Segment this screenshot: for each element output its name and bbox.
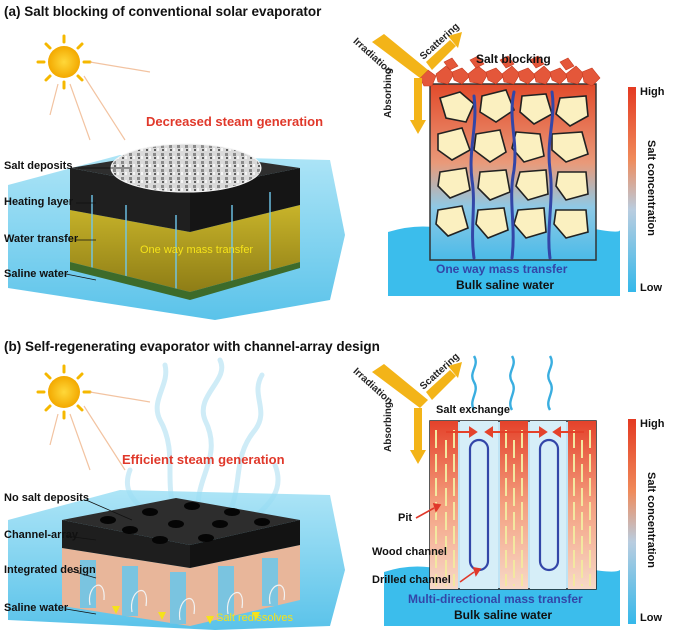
one-way-transfer-left: One way mass transfer bbox=[140, 244, 254, 256]
schematic-b bbox=[384, 355, 620, 626]
irradiation-arrows-b bbox=[372, 362, 462, 464]
multi-directional-transfer-label: Multi-directional mass transfer bbox=[408, 592, 583, 606]
concentration-scale-a bbox=[628, 87, 636, 292]
panel-a-title-text: Salt blocking of conventional solar evap… bbox=[24, 4, 322, 19]
panel-b-tag: (b) bbox=[4, 339, 22, 354]
salt-redissolves-label: Salt redissolves bbox=[216, 612, 294, 624]
absorbing-label-b: Absorbing bbox=[383, 402, 394, 452]
decreased-steam-label: Decreased steam generation bbox=[146, 114, 324, 129]
scale-label-a: Salt concentration bbox=[644, 140, 657, 236]
wood-channel-label: Wood channel bbox=[372, 546, 447, 558]
evaporator-b bbox=[8, 490, 345, 630]
absorbing-label-a: Absorbing bbox=[383, 68, 394, 118]
pit-label: Pit bbox=[398, 512, 413, 524]
scale-low-a: Low bbox=[640, 282, 662, 294]
saline-water-label-b: Saline water bbox=[4, 602, 69, 614]
scale-low-b: Low bbox=[640, 612, 662, 624]
water-transfer-label: Water transfer bbox=[4, 233, 79, 245]
no-salt-deposits-label: No salt deposits bbox=[4, 492, 89, 504]
heating-layer-label: Heating layer bbox=[4, 196, 74, 208]
integrated-design-label: Integrated design bbox=[4, 564, 96, 576]
salt-blocking-label: Salt blocking bbox=[476, 52, 551, 66]
drilled-channel-label: Drilled channel bbox=[372, 574, 451, 586]
scale-label-b: Salt concentration bbox=[644, 472, 657, 568]
saline-water-label-a: Saline water bbox=[4, 268, 69, 280]
one-way-transfer-right: One way mass transfer bbox=[436, 262, 568, 276]
panel-b-title-text: Self-regenerating evaporator with channe… bbox=[25, 339, 380, 354]
irradiation-arrows-a bbox=[372, 32, 462, 134]
salt-deposits-label: Salt deposits bbox=[4, 160, 73, 172]
schematic-a bbox=[388, 55, 620, 296]
bulk-water-label-b: Bulk saline water bbox=[454, 608, 553, 622]
sun-icon-b bbox=[36, 364, 151, 471]
efficient-steam-label: Efficient steam generation bbox=[122, 452, 285, 467]
evaporator-a bbox=[8, 143, 345, 320]
sun-icon-a bbox=[36, 34, 151, 141]
concentration-scale-b bbox=[628, 419, 636, 624]
channel-array-label: Channel-array bbox=[4, 529, 78, 541]
leader-lines-a bbox=[65, 167, 132, 281]
salt-exchange-label: Salt exchange bbox=[436, 404, 510, 416]
panel-b-title: (b) Self-regenerating evaporator with ch… bbox=[4, 339, 380, 354]
panel-a-tag: (a) bbox=[4, 4, 21, 19]
bulk-water-label-a: Bulk saline water bbox=[456, 278, 555, 292]
scale-high-b: High bbox=[640, 418, 665, 430]
leader-lines-b bbox=[65, 499, 133, 615]
scale-high-a: High bbox=[640, 86, 665, 98]
panel-a-title: (a) Salt blocking of conventional solar … bbox=[4, 4, 321, 19]
